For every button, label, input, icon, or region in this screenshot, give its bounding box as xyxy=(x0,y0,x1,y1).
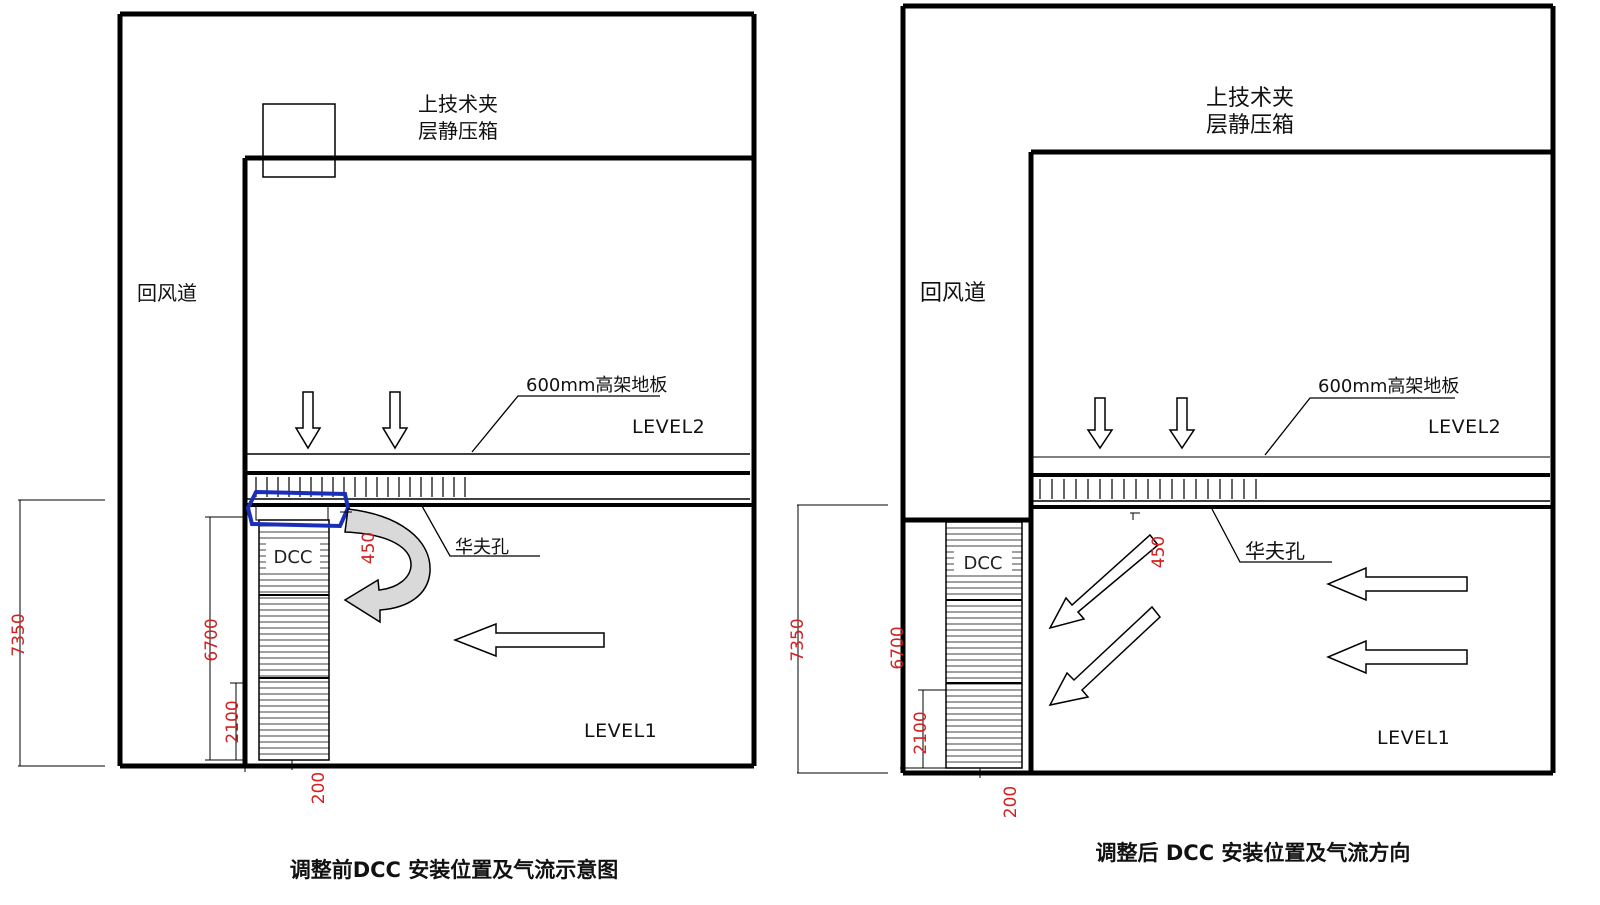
left-dim-width: 200 xyxy=(309,772,329,804)
down-arrow-icon xyxy=(1086,397,1114,450)
left-level1-label: LEVEL1 xyxy=(584,720,657,742)
down-arrow-icon xyxy=(381,391,409,450)
left-airflow-arrow-icon xyxy=(452,622,605,658)
left-waffle-leader xyxy=(421,505,540,557)
right-waffle-label: 华夫孔 xyxy=(1245,539,1305,563)
right-diagonal-arrows xyxy=(1048,533,1162,707)
right-inner-walls xyxy=(1028,149,1553,773)
left-outer-walls xyxy=(117,11,757,769)
left-return-duct-label: 回风道 xyxy=(137,281,197,305)
left-inner-walls xyxy=(242,155,754,766)
diagonal-airflow-arrow-icon xyxy=(1048,605,1162,707)
right-diagram: 上技术夹 层静压箱 回风道 600mm高架地板 LEVEL2 LEVEL1 华夫… xyxy=(788,3,1556,865)
right-level1-label: LEVEL1 xyxy=(1377,727,1450,749)
right-raised-floor xyxy=(1031,456,1553,509)
left-floor-label: 600mm高架地板 xyxy=(526,375,667,396)
right-dim-width: 200 xyxy=(1001,786,1021,818)
right-waffle-holes xyxy=(1039,479,1257,499)
diagonal-airflow-arrow-icon xyxy=(1048,533,1160,630)
left-curved-airflow-arrow xyxy=(343,508,431,624)
left-dim-dcc-height: 6700 xyxy=(202,618,222,661)
right-plenum-label-1: 上技术夹 xyxy=(1206,86,1294,111)
right-waffle-leader xyxy=(1211,508,1332,563)
down-arrow-icon xyxy=(1168,397,1196,450)
right-dcc-label: DCC xyxy=(964,553,1003,574)
left-diagram: 上技术夹 层静压箱 回风道 600mm高架地板 LEVEL2 LEVEL1 华夫… xyxy=(9,11,757,882)
left-level2-label: LEVEL2 xyxy=(632,416,705,438)
left-dimension-lines xyxy=(18,499,352,772)
right-level2-label: LEVEL2 xyxy=(1428,416,1501,438)
right-floor-leader xyxy=(1264,397,1455,456)
left-raised-floor xyxy=(245,453,754,507)
right-dim-dcc-height: 6700 xyxy=(888,626,908,669)
left-dim-lower: 2100 xyxy=(223,700,243,743)
left-plenum-box xyxy=(262,103,336,178)
down-arrow-icon xyxy=(294,391,322,450)
left-caption: 调整前DCC 安装位置及气流示意图 xyxy=(290,858,619,882)
right-dimension-lines xyxy=(797,504,1140,778)
left-dim-angle: 450 xyxy=(359,532,379,564)
right-outer-walls xyxy=(900,3,1556,776)
left-dcc-unit xyxy=(258,519,330,761)
left-dim-total: 7350 xyxy=(9,613,29,656)
left-dcc-label: DCC xyxy=(274,547,313,568)
right-dcc-unit xyxy=(945,521,1023,769)
right-plenum-label-2: 层静压箱 xyxy=(1206,113,1294,138)
horizontal-airflow-arrow-icon xyxy=(1326,639,1468,675)
right-floor-label: 600mm高架地板 xyxy=(1318,376,1459,397)
left-waffle-label: 华夫孔 xyxy=(455,537,509,558)
right-horizontal-arrows xyxy=(1326,566,1468,675)
right-down-arrows xyxy=(1086,397,1196,450)
horizontal-airflow-arrow-icon xyxy=(1326,566,1468,602)
right-caption: 调整后 DCC 安装位置及气流方向 xyxy=(1096,841,1411,865)
left-down-arrows xyxy=(294,391,409,450)
left-plenum-label-2: 层静压箱 xyxy=(418,119,498,143)
right-dim-angle: 450 xyxy=(1149,536,1169,568)
left-floor-leader xyxy=(471,395,660,453)
left-dcc-intake-highlight xyxy=(245,489,351,529)
right-dim-lower: 2100 xyxy=(911,711,931,754)
right-return-duct-label: 回风道 xyxy=(920,281,986,306)
left-plenum-label-1: 上技术夹 xyxy=(418,92,498,116)
right-dim-total: 7350 xyxy=(788,618,808,661)
